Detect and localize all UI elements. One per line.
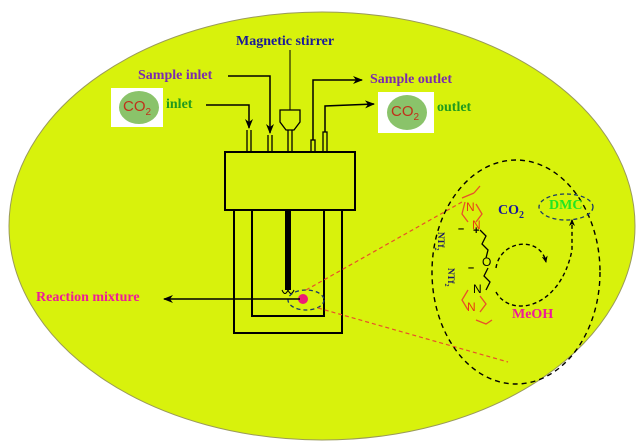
co2-inlet-label: inlet <box>166 97 193 112</box>
sample-inlet-label: Sample inlet <box>138 68 213 83</box>
zoom-line-bottom <box>317 307 509 363</box>
sample-inlet-arrow <box>228 75 274 134</box>
outer-jacket <box>233 210 343 334</box>
atom-n-3: N <box>473 282 482 296</box>
co2-outlet-label: outlet <box>437 100 472 115</box>
reaction-mixture-label: Reaction mixture <box>36 290 140 305</box>
stirrer-shaft <box>285 210 291 290</box>
atom-n-4: N <box>467 300 476 314</box>
co2-outlet-arrow <box>324 100 375 132</box>
co2-outlet-formula: CO2 <box>391 103 419 123</box>
atom-n-2: N <box>472 218 481 232</box>
inner-vessel <box>251 210 325 317</box>
cycle-co2-label: CO2 <box>498 203 524 221</box>
co2-inlet-badge: CO2 <box>111 88 163 127</box>
cycle-co2-sub: 2 <box>519 209 524 221</box>
reactor-vessel <box>224 151 356 334</box>
anion-top: NTf2 <box>433 232 446 251</box>
anion-bottom-main: NTf <box>446 268 456 284</box>
ports <box>246 130 328 153</box>
cycle-outer-arc <box>495 219 575 307</box>
anion-top-sub: 2 <box>433 247 440 251</box>
co2-outlet-main: CO <box>391 103 414 120</box>
sample-outlet-label: Sample outlet <box>370 72 453 87</box>
reaction-droplet <box>298 294 308 304</box>
sample-outlet-arrow <box>312 76 363 140</box>
co2-inlet-arrow <box>206 104 253 129</box>
atom-n-1: N <box>466 200 475 214</box>
charge-plus-1: + <box>473 225 480 237</box>
magnetic-stirrer-label: Magnetic stirrer <box>236 34 335 49</box>
atom-o: O <box>482 255 492 269</box>
co2-inlet-bubble <box>119 91 159 124</box>
dmc-ellipse <box>538 193 594 221</box>
stirrer-blade <box>281 288 295 294</box>
anion-top-main: NTf <box>436 232 446 248</box>
zoom-line-top <box>305 201 463 291</box>
anion-bottom-sub: 2 <box>443 283 450 287</box>
co2-inlet-formula: CO2 <box>123 98 151 118</box>
meoh-label: MeOH <box>512 307 554 322</box>
co2-outlet-badge: CO2 <box>378 92 434 133</box>
anion-bottom: NTf2 <box>443 268 456 287</box>
dmc-label: DMC <box>549 198 583 213</box>
co2-outlet-bubble <box>387 95 427 130</box>
zoom-ellipse <box>431 159 601 385</box>
co2-inlet-sub: 2 <box>145 107 152 118</box>
stirrer-motor <box>279 109 301 131</box>
charge-minus-2: – <box>468 262 475 274</box>
background-ellipse <box>8 11 636 441</box>
co2-outlet-sub: 2 <box>413 112 420 123</box>
cycle-inner-arc <box>495 243 548 269</box>
reactor-lid <box>224 151 356 211</box>
cycle-co2-main: CO <box>498 203 519 218</box>
ionic-liquid-structure <box>461 185 493 325</box>
charge-minus-1: – <box>458 223 465 235</box>
co2-inlet-main: CO <box>123 98 146 115</box>
